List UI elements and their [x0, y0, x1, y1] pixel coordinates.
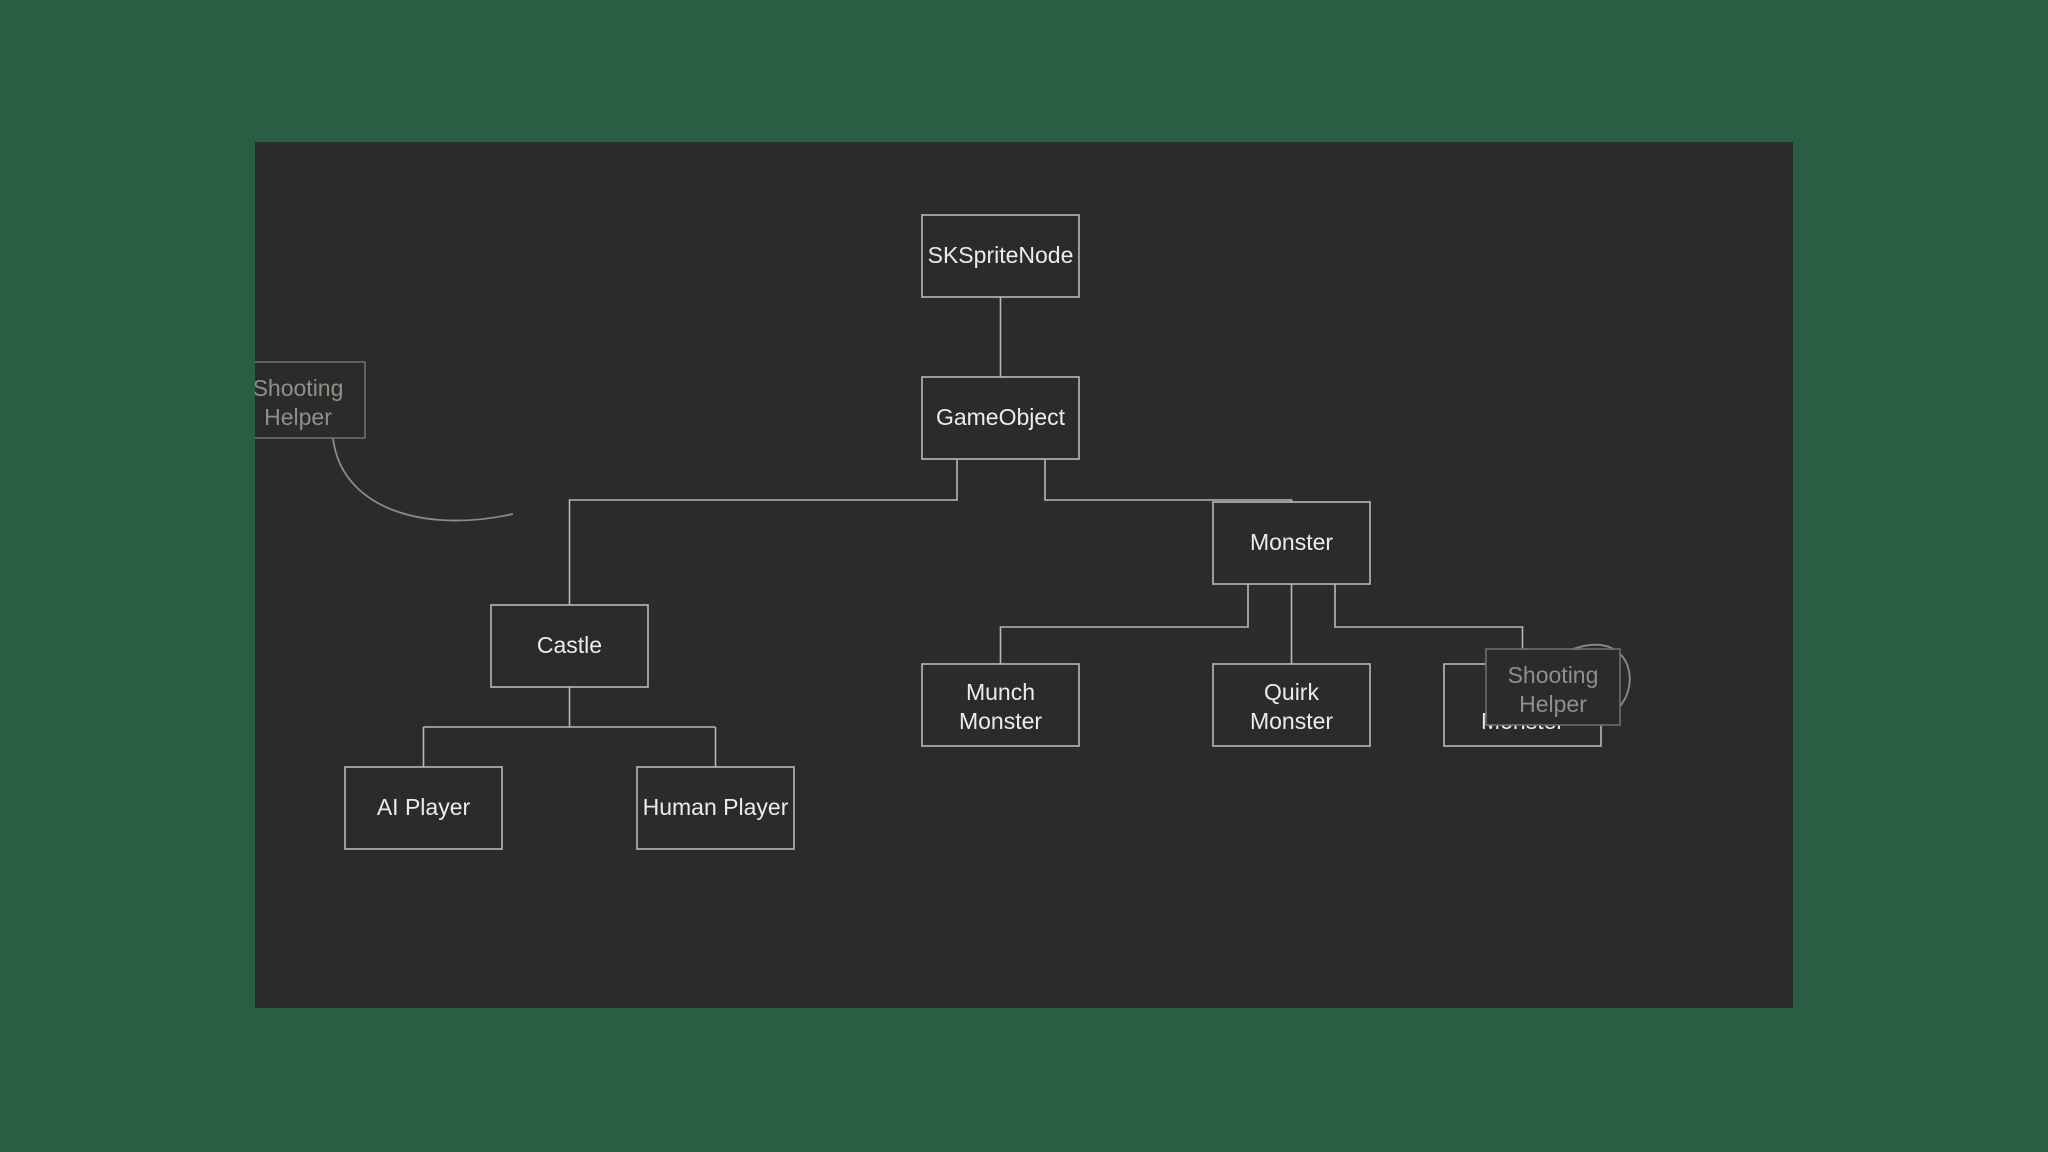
- node-human-player[interactable]: Human Player: [636, 766, 795, 850]
- node-quirk-monster[interactable]: Quirk Monster: [1212, 663, 1371, 747]
- node-label-monster: Monster: [1250, 529, 1333, 555]
- node-box-sksprite[interactable]: [921, 214, 1080, 298]
- node-shooting-helper-right[interactable]: Shooting Helper: [1485, 648, 1621, 726]
- node-label-shooting-helper-left-line2: Helper: [264, 404, 332, 430]
- node-label-quirk-monster-line2: Monster: [1250, 708, 1333, 734]
- diagram-canvas: SKSpriteNode GameObject Castle AI Player: [255, 142, 1793, 1008]
- node-label-munch-monster-line1: Munch: [966, 679, 1035, 705]
- node-castle[interactable]: Castle: [490, 604, 649, 688]
- edge-helper-left-castle: [332, 437, 514, 522]
- node-layer: SKSpriteNode GameObject Castle AI Player: [255, 214, 1621, 850]
- node-box-quirk-monster[interactable]: [1212, 663, 1371, 747]
- node-label-shooting-helper-right-line1: Shooting: [1508, 662, 1599, 688]
- node-label-human-player: Human Player: [643, 794, 789, 820]
- edge-gameobject-monster: [1044, 459, 1293, 502]
- node-box-gameobject[interactable]: [921, 376, 1080, 460]
- edge-monster-munch: [999, 584, 1249, 664]
- node-label-castle: Castle: [537, 632, 602, 658]
- node-label-sksprite: SKSpriteNode: [928, 242, 1074, 268]
- node-label-shooting-helper-right-line2: Helper: [1519, 691, 1587, 717]
- edge-monster-zap: [1334, 584, 1524, 664]
- node-box-human-player[interactable]: [636, 766, 795, 850]
- node-box-aiplayer[interactable]: [344, 766, 503, 850]
- node-box-monster[interactable]: [1212, 501, 1371, 585]
- node-shooting-helper-left[interactable]: Shooting Helper: [255, 361, 366, 439]
- node-monster[interactable]: Monster: [1212, 501, 1371, 585]
- node-label-munch-monster-line2: Monster: [959, 708, 1042, 734]
- class-hierarchy-diagram: SKSpriteNode GameObject Castle AI Player: [255, 214, 1631, 850]
- node-label-gameobject: GameObject: [936, 404, 1066, 430]
- node-sksprite[interactable]: SKSpriteNode: [921, 214, 1080, 298]
- node-box-castle[interactable]: [490, 604, 649, 688]
- node-label-quirk-monster-line1: Quirk: [1264, 679, 1319, 705]
- node-box-shooting-helper-left[interactable]: [255, 361, 366, 439]
- node-munch-monster[interactable]: Munch Monster: [921, 663, 1080, 747]
- node-gameobject[interactable]: GameObject: [921, 376, 1080, 460]
- node-label-aiplayer: AI Player: [377, 794, 471, 820]
- edge-gameobject-castle: [568, 459, 958, 605]
- node-box-munch-monster[interactable]: [921, 663, 1080, 747]
- node-aiplayer[interactable]: AI Player: [344, 766, 503, 850]
- node-box-shooting-helper-right[interactable]: [1485, 648, 1621, 726]
- node-label-shooting-helper-left-line1: Shooting: [255, 375, 343, 401]
